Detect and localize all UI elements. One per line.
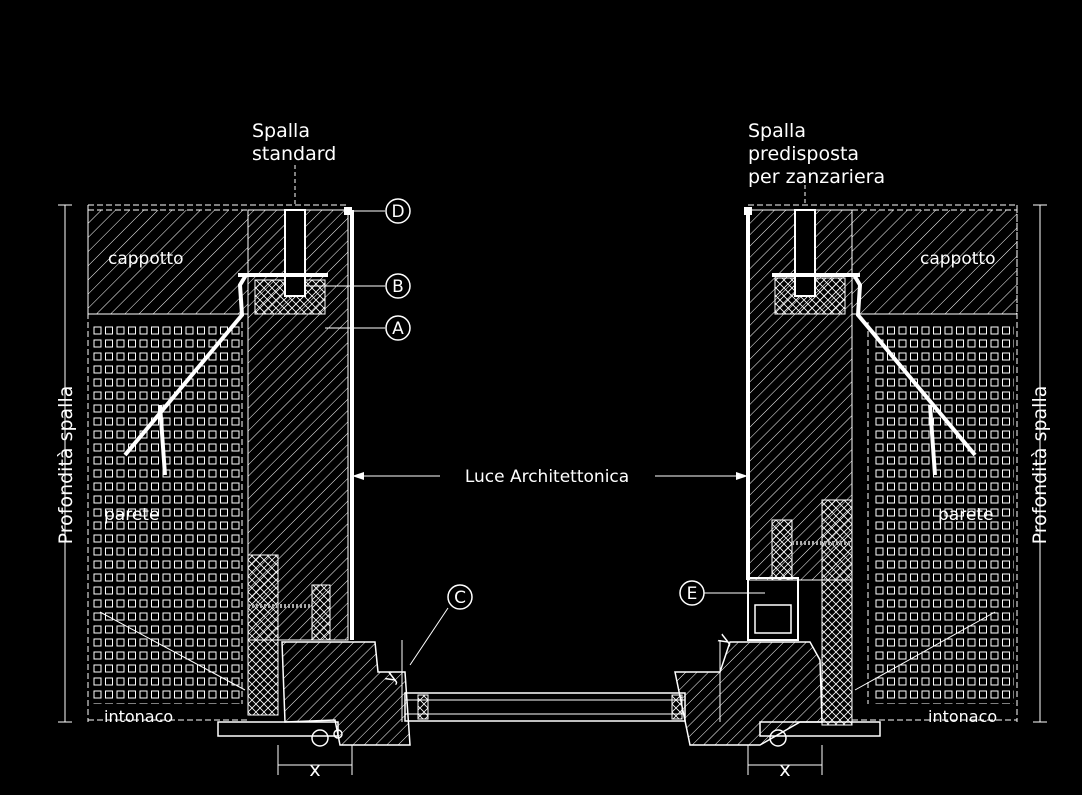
right-jamb-section: [674, 185, 1047, 775]
right-x-label: x: [779, 759, 790, 781]
right-title-line3: per zanzariera: [748, 166, 885, 188]
right-intonaco-label: intonaco: [928, 707, 997, 726]
left-sill-plate: [217, 721, 339, 737]
right-closure-profile: [772, 273, 977, 476]
glazing-unit: [404, 692, 686, 722]
span-label: Luce Architettonica: [465, 467, 629, 487]
right-cappotto-label: cappotto: [920, 249, 995, 269]
callout-a-label: A: [392, 319, 404, 339]
left-lower-stop: [311, 584, 331, 641]
right-anchor: [794, 209, 816, 297]
callout-d-marker: [385, 198, 411, 224]
right-lower-block: [821, 499, 853, 726]
right-wall-grid: [872, 322, 1014, 704]
callout-a-marker: [385, 315, 411, 341]
right-depth-label: Profondità spalla: [1029, 386, 1051, 545]
callout-d-label: D: [391, 202, 404, 222]
right-sill-plate: [759, 721, 881, 737]
callout-e-label: E: [687, 584, 698, 604]
callout-b-label: B: [392, 277, 404, 297]
left-gasket: [311, 729, 329, 747]
left-title-line1: Spalla: [252, 120, 310, 142]
right-window-frame: [674, 641, 823, 746]
right-lower-stop: [771, 519, 793, 581]
left-cappotto-label: cappotto: [108, 249, 183, 269]
right-title-line1: Spalla: [748, 120, 806, 142]
left-depth-label: Profondità spalla: [55, 386, 77, 545]
right-title-line2: predisposta: [748, 143, 859, 165]
left-parete-label: parete: [104, 505, 159, 525]
left-title-line2: standard: [252, 143, 336, 165]
architectural-span-dimension: [352, 472, 748, 480]
left-window-frame: [281, 641, 411, 746]
callout-e-marker: [679, 580, 705, 606]
left-lower-block: [247, 554, 279, 716]
left-x-label: x: [309, 759, 320, 781]
callout-c-marker: [447, 584, 473, 610]
right-parete-label: parete: [938, 505, 993, 525]
right-net-profile: [747, 577, 799, 641]
left-intonaco-label: intonaco: [104, 707, 173, 726]
left-wall-grid: [92, 322, 242, 704]
left-anchor: [284, 209, 306, 297]
left-cappotto-layer: [87, 209, 249, 315]
right-gasket: [769, 729, 787, 747]
left-jamb-section: [58, 165, 473, 775]
callout-b-marker: [385, 273, 411, 299]
right-cappotto-layer: [851, 209, 1018, 315]
callout-c-label: C: [454, 588, 466, 608]
left-closure-profile: [123, 273, 328, 476]
